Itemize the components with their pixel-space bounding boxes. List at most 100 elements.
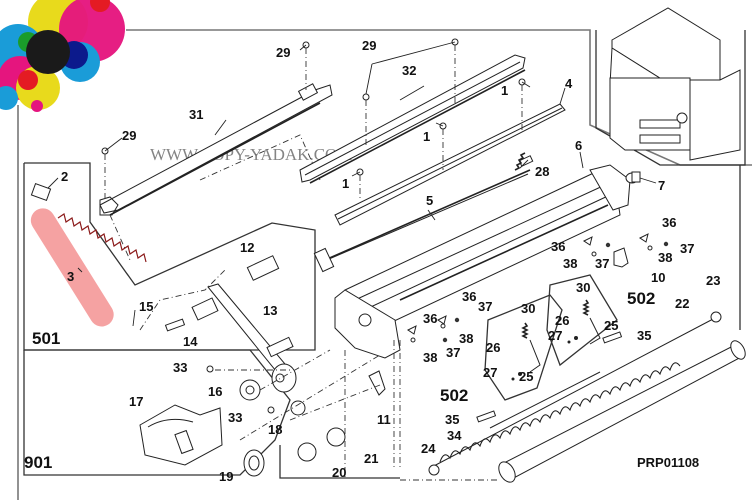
part-24-bushing [428,464,440,476]
callout-3: 3 [67,269,74,284]
group-label-502: 502 [627,289,655,308]
callout-1: 1 [342,176,349,191]
callouts: 29 29 29 32 31 1 1 1 4 6 7 28 5 2 3 15 1… [61,38,720,484]
part-13-lever [191,283,294,377]
group-boundary-right [279,445,400,479]
callout-37: 37 [680,241,694,256]
callout-36: 36 [662,215,676,230]
part-6-hopper [334,164,631,359]
screw-guide-lines [104,45,523,200]
part-30-springs [521,299,590,339]
callout-25: 25 [604,318,618,333]
group-label-901: 901 [24,453,52,472]
callout-38: 38 [563,256,577,271]
callout-31: 31 [189,107,203,122]
part-14-pin [164,318,186,332]
part-35-seal [476,410,497,423]
callout-12: 12 [240,240,254,255]
callout-33: 33 [228,410,242,425]
callout-27: 27 [483,365,497,380]
part-34-seal [489,371,601,429]
callout-7: 7 [658,178,665,193]
callout-26: 26 [486,340,500,355]
callout-20: 20 [332,465,346,480]
drive-guide-lines [215,340,401,478]
part-2-bracket [30,182,52,202]
part-12-cover [246,255,280,281]
callout-5: 5 [426,193,433,208]
part-7-bushing [625,171,641,184]
callout-38: 38 [423,350,437,365]
group-502-frame-left [484,294,563,401]
reference-code: PRP01108 [637,455,699,470]
part-33-screws [206,365,275,414]
callout-36: 36 [551,239,565,254]
callout-15: 15 [139,299,153,314]
part-11-bracket [368,370,386,396]
part-3-highlight [30,208,114,327]
callout-37: 37 [478,299,492,314]
callout-36: 36 [423,311,437,326]
callout-30: 30 [576,280,590,295]
callout-24: 24 [421,441,436,456]
guide-line [139,269,226,331]
part-boss [271,363,297,393]
part-18-gear [290,400,306,416]
callout-38: 38 [459,331,473,346]
part-31-rail [99,83,333,216]
callout-38: 38 [658,250,672,265]
part-35-seal [602,331,623,344]
part-17-toner-cartridge [139,404,223,466]
part-5-rod [313,155,534,273]
callout-1: 1 [423,129,430,144]
part-19-coupling [243,449,265,477]
callout-26: 26 [555,313,569,328]
part-21-gear [326,427,346,447]
machine-inset-frame [595,30,746,166]
callout-29: 29 [276,45,290,60]
cmyk-logo-icon [0,0,125,112]
part-25-levers [529,317,601,373]
part-16-gear [239,379,261,401]
callout-37: 37 [446,345,460,360]
group-label-502: 502 [440,386,468,405]
callout-30: 30 [521,301,535,316]
callout-28: 28 [535,164,549,179]
callout-13: 13 [263,303,277,318]
callout-32: 32 [402,63,416,78]
callout-23: 23 [706,273,720,288]
callout-6: 6 [575,138,582,153]
callout-29: 29 [122,128,136,143]
callout-27: 27 [548,328,562,343]
guide-line [199,134,321,181]
group-502-frame-right [546,274,618,367]
part-23-bushing [710,311,722,323]
callout-18: 18 [268,422,282,437]
callout-35: 35 [637,328,651,343]
callout-25: 25 [519,369,533,384]
part-32-rail [299,54,526,184]
parts-36-37-38 [407,233,669,343]
callout-2: 2 [61,169,68,184]
callout-29: 29 [362,38,376,53]
part-3-auger [57,213,147,263]
developer-roller [498,340,746,483]
callout-19: 19 [219,469,233,484]
callout-35: 35 [445,412,459,427]
copier-machine-icon [609,7,741,161]
callout-11: 11 [377,412,391,427]
callout-22: 22 [675,296,689,311]
part-26-27-pins [511,336,578,381]
callout-17: 17 [129,394,143,409]
callout-1: 1 [501,83,508,98]
callout-33: 33 [173,360,187,375]
part-28-spring [514,152,526,171]
callout-34: 34 [447,428,462,443]
part-22-auger [429,317,716,469]
callout-14: 14 [183,334,198,349]
callout-4: 4 [565,76,573,91]
callout-36: 36 [462,289,476,304]
part-10-bracket [613,247,629,268]
guide-line [109,214,131,261]
